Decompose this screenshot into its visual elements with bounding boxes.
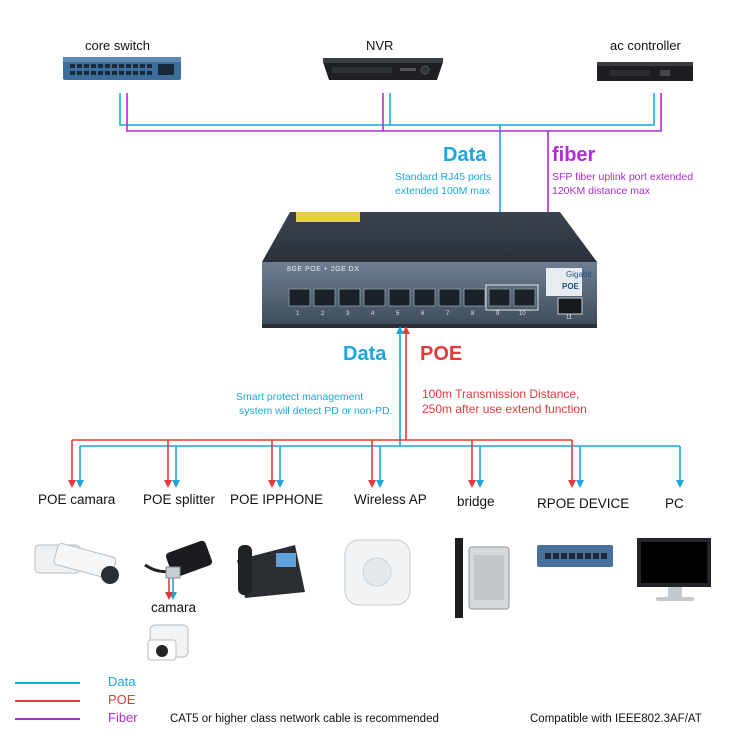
upper-data-note-1: Standard RJ45 ports — [395, 171, 492, 183]
port-number: 4 — [371, 311, 375, 317]
nvr-label: NVR — [366, 38, 394, 53]
poe-splitter-device — [144, 540, 213, 579]
poe-switch — [262, 212, 597, 328]
compat-note: Compatible with IEEE802.3AF/AT — [530, 713, 702, 725]
port-number: 2 — [321, 311, 325, 317]
port-number: 3 — [346, 311, 350, 317]
lower-right-note-2: 250m after use extend function — [422, 402, 587, 416]
end-device-label: POE splitter — [143, 492, 216, 507]
end-device-label: Wireless AP — [354, 492, 427, 507]
legend-data-label: Data — [108, 674, 136, 689]
port-number: 10 — [519, 311, 526, 317]
port-number: 9 — [496, 311, 500, 317]
end-device-label: RPOE DEVICE — [537, 496, 630, 511]
top-connections — [119, 93, 662, 301]
port-number: 7 — [446, 311, 450, 317]
upper-fiber-note-2: 120KM distance max — [552, 185, 651, 197]
pc-device — [637, 538, 711, 601]
wireless-ap-device — [344, 539, 411, 606]
port-number: 11 — [566, 315, 573, 321]
lower-data-label: Data — [343, 343, 387, 365]
cable-note: CAT5 or higher class network cable is re… — [170, 713, 439, 725]
end-device-label: POE camara — [38, 492, 116, 507]
switch-poe-logo: POE — [562, 282, 579, 291]
ac-controller-device — [597, 62, 693, 81]
poe-ipphone-device — [237, 545, 305, 598]
end-device-label: bridge — [457, 494, 495, 509]
ac-controller-label: ac controller — [610, 38, 681, 53]
lower-left-note-1: Smart protect management — [236, 391, 364, 403]
core-switch-device — [63, 57, 181, 80]
port-number: 5 — [396, 311, 400, 317]
port-number: 6 — [421, 311, 425, 317]
camera-device — [147, 624, 189, 661]
nvr-device — [323, 58, 443, 80]
end-device-label: POE IPPHONE — [230, 492, 324, 507]
lower-connections — [68, 326, 684, 600]
upper-fiber-note-1: SFP fiber uplink port extended — [552, 171, 694, 183]
lower-right-note-1: 100m Transmission Distance, — [422, 387, 580, 401]
legend-fiber-label: Fiber — [108, 710, 138, 725]
port-number: 8 — [471, 311, 475, 317]
switch-model-text: 8GE POE + 2GE DX — [287, 266, 360, 273]
upper-data-label: Data — [443, 144, 487, 166]
rpoe-device — [537, 545, 613, 567]
bridge-device — [455, 538, 510, 618]
upper-data-note-2: extended 100M max — [395, 185, 491, 197]
camera-label: camara — [151, 600, 197, 615]
end-device-label: PC — [665, 496, 684, 511]
port-number: 1 — [296, 311, 300, 317]
core-switch-label: core switch — [85, 38, 151, 53]
switch-brand: Gigabit — [566, 270, 592, 279]
lower-left-note-2: system will detect PD or non-PD. — [239, 405, 393, 417]
lower-poe-label: POE — [420, 343, 463, 365]
legend-lines — [15, 682, 80, 720]
legend-poe-label: POE — [108, 692, 136, 707]
poe-camera-device — [34, 543, 119, 584]
upper-fiber-label: fiber — [552, 144, 596, 166]
